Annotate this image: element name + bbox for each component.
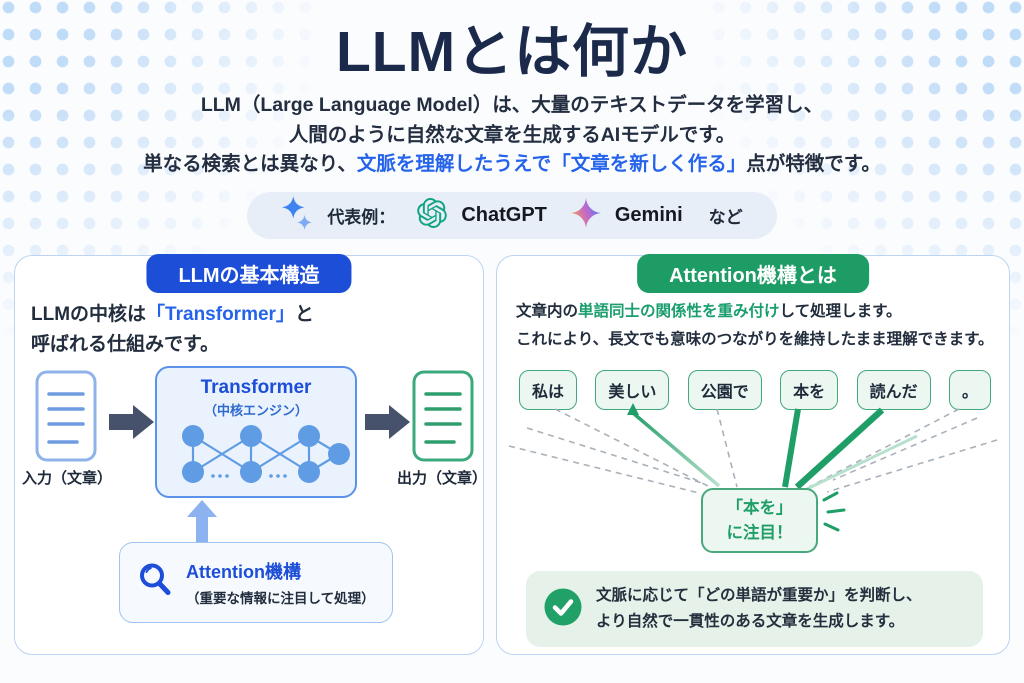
chatgpt-label: ChatGPT (461, 204, 547, 226)
transformer-highlight: 「Transformer」 (146, 304, 295, 325)
page-subtitle: LLM（Large Language Model）は、大量のテキストデータを学習… (0, 91, 1024, 180)
examples-label: 代表例： (327, 208, 396, 227)
token-honwo: 本を (780, 370, 839, 410)
summary-note-text: 文脈に応じて「どの単語が重要か」を判断し、 より自然で一貫性のある文章を生成しま… (596, 587, 922, 630)
attention-box-subtitle: （重要な情報に注目して処理） (186, 591, 375, 606)
focus-box: 「本を」 に注目！ (701, 488, 818, 553)
gemini-label: Gemini (614, 204, 683, 226)
transformer-subtitle: （中核エンジン） (203, 403, 308, 418)
right-panel-description: 文章内の単語同士の関係性を重み付けして処理します。 これにより、長文でも意味のつ… (516, 303, 994, 348)
sparkle-icon (281, 194, 313, 237)
output-document-icon (412, 370, 474, 467)
token-yonda: 読んだ (856, 370, 931, 410)
magnifier-icon (136, 561, 174, 604)
subtitle-line-1: LLM（Large Language Model）は、大量のテキストデータを学習… (200, 94, 824, 116)
focus-line-1: 「本を」 (726, 498, 793, 517)
arrow-right-icon (109, 404, 155, 445)
transformer-box: Transformer （中核エンジン） (155, 366, 357, 498)
neural-network-icon (182, 425, 350, 483)
attention-mechanism-box: Attention機構 （重要な情報に注目して処理） (119, 542, 393, 623)
examples-badge-row: 代表例： ChatGPT (0, 192, 1024, 239)
gemini-logo-icon (570, 198, 601, 233)
focus-line-2: に注目！ (726, 523, 793, 542)
subtitle-highlight: 文脈を理解したうえで「文章を新しく作る」 (356, 153, 747, 176)
page-title: LLMとは何か (335, 20, 689, 84)
token-utsukushii: 美しい (595, 370, 670, 410)
arrow-right-icon (365, 404, 411, 445)
attention-box-title: Attention機構 (186, 562, 301, 582)
output-label: 出力（文章） (396, 470, 487, 487)
subtitle-line-2: 人間のように自然な文章を生成するAIモデルです。 (288, 123, 736, 146)
right-panel-header: Attention機構とは (637, 254, 869, 293)
token-period: 。 (948, 370, 991, 410)
input-document-icon (35, 370, 97, 467)
panels-row: LLMの基本構造 LLMの中核は「Transformer」と 呼ばれる仕組みです… (14, 254, 1010, 655)
left-panel-description: LLMの中核は「Transformer」と 呼ばれる仕組みです。 (31, 304, 314, 356)
examples-badge: 代表例： ChatGPT (247, 192, 777, 239)
summary-note: 文脈に応じて「どの単語が重要か」を判断し、 より自然で一貫性のある文章を生成しま… (526, 571, 983, 647)
input-label: 入力（文章） (21, 470, 112, 487)
check-icon (544, 588, 582, 631)
openai-logo-icon (417, 198, 448, 233)
token-watashiwa: 私は (519, 370, 578, 410)
transformer-title: Transformer (200, 377, 312, 398)
attention-panel: Attention機構とは 文章内の単語同士の関係性を重み付けして処理します。 … (496, 254, 1010, 655)
subtitle-line-3: 単なる検索とは異なり、文脈を理解したうえで「文章を新しく作る」点が特徴です。 (143, 153, 881, 176)
examples-suffix: など (708, 208, 743, 227)
left-panel-header: LLMの基本構造 (146, 254, 352, 293)
token-row: 私は 美しい 公園で 本を 読んだ 。 (519, 370, 991, 410)
arrow-up-icon (186, 500, 218, 547)
llm-structure-panel: LLMの基本構造 LLMの中核は「Transformer」と 呼ばれる仕組みです… (14, 254, 487, 655)
weighting-highlight: 単語同士の関係性を重み付け (578, 303, 780, 320)
token-kouende: 公園で (687, 370, 762, 410)
